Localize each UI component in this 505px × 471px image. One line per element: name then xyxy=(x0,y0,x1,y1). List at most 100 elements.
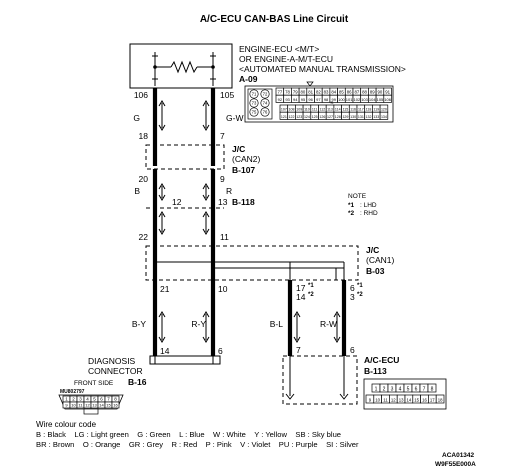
pin-7-top: 7 xyxy=(220,131,225,141)
jc2-box xyxy=(145,144,225,170)
pin-cell: 9 xyxy=(369,397,372,402)
pin-14-note: *2 xyxy=(308,292,314,298)
pin-17: 17 xyxy=(296,283,306,293)
pin-cell: 4 xyxy=(86,396,89,401)
pin-17-note: *1 xyxy=(308,283,314,289)
pin-cell: 86 xyxy=(347,90,352,95)
pin-cell: 6 xyxy=(100,396,103,401)
pin-cell: 2 xyxy=(383,386,386,392)
pin-cell: 103 xyxy=(361,97,368,102)
pin-cell: 99 xyxy=(332,97,337,102)
pin-cell: 5 xyxy=(407,386,410,392)
jc2-connector: B-107 xyxy=(232,165,255,175)
b118-connector: B-118 xyxy=(232,197,255,207)
arrow-markers xyxy=(158,100,341,343)
pin-cell: 9 xyxy=(65,402,68,407)
pin-cell: 117 xyxy=(358,108,364,112)
pin-cell: 16 xyxy=(422,397,427,402)
pin-cell: 127 xyxy=(327,115,333,119)
pin-cell: 101 xyxy=(346,97,353,102)
mini-pin: 71 xyxy=(252,92,257,97)
pin-cell: 112 xyxy=(319,108,325,112)
pin-cell: 14 xyxy=(407,397,412,402)
pin-cell: 94 xyxy=(293,97,298,102)
pin-cell: 4 xyxy=(399,386,402,392)
pin-cell: 7 xyxy=(423,386,426,392)
wire-label-bl: B-L xyxy=(270,319,284,329)
legend-title: Wire colour code xyxy=(36,420,97,429)
wire-label-b: B xyxy=(134,186,140,196)
pin-cell: 15 xyxy=(106,402,111,407)
pin-cell: 111 xyxy=(312,108,317,112)
pin-cell: 16 xyxy=(113,402,118,407)
diag-part-number: MU802797 xyxy=(60,389,85,395)
engine-ecu-label-1: ENGINE-ECU <M/T> xyxy=(239,44,319,54)
pin-cell: 85 xyxy=(339,90,344,95)
pin-cell: 93 xyxy=(285,97,290,102)
diag-front-side: FRONT SIDE xyxy=(74,380,114,387)
pin-cell: 10 xyxy=(71,402,76,407)
engine-ecu-label-2: OR ENGINE-A-M/T-ECU xyxy=(239,54,333,64)
pin-cell: 8 xyxy=(431,386,434,392)
diag-connector-body xyxy=(149,355,221,365)
pin-13: 13 xyxy=(218,197,228,207)
jc1-box xyxy=(145,245,359,281)
pin-cell: 105 xyxy=(377,97,384,102)
pin-cell: 84 xyxy=(331,90,336,95)
wire-label-rw: R-W xyxy=(320,319,337,329)
pin-105: 105 xyxy=(220,90,234,100)
pin-cell: 3 xyxy=(391,386,394,392)
pin-cell: 128 xyxy=(335,115,341,119)
pin-9: 9 xyxy=(220,174,225,184)
legend-line-1: B : Black LG : Light green G : Green L :… xyxy=(36,430,341,439)
pin-6-note: *1 xyxy=(357,283,363,289)
pin-cell: 3 xyxy=(79,396,82,401)
pin-cell: 115 xyxy=(343,108,349,112)
pin-6-ac: 6 xyxy=(350,345,355,355)
pin-cell: 87 xyxy=(354,90,359,95)
mini-pin: 74 xyxy=(263,101,268,106)
pin-7-ac: 7 xyxy=(296,345,301,355)
ac-ecu-connector: B-113 xyxy=(364,366,387,376)
pin-cell: 17 xyxy=(430,397,435,402)
pin-cell: 8 xyxy=(114,396,117,401)
pin-cell: 123 xyxy=(296,115,302,119)
pin-cell: 2 xyxy=(72,396,75,401)
pin-3-can1: 3 xyxy=(350,292,355,302)
pin-cell: 5 xyxy=(93,396,96,401)
pin-cell: 100 xyxy=(338,97,345,102)
pin-cell: 6 xyxy=(415,386,418,392)
pin-cell: 104 xyxy=(369,97,376,102)
jc1-name: J/C xyxy=(366,245,379,255)
ac-ecu-name: A/C-ECU xyxy=(364,355,399,365)
pin-cell: 89 xyxy=(370,90,375,95)
pin-cell: 13 xyxy=(92,402,97,407)
pin-6-diag: 6 xyxy=(218,346,223,356)
pin-cell: 12 xyxy=(391,397,396,402)
pin-cell: 114 xyxy=(335,108,341,112)
pin-cell: 97 xyxy=(316,97,321,102)
note-title: NOTE xyxy=(348,193,367,200)
diag-connector: B-16 xyxy=(128,377,147,387)
pin-cell: 98 xyxy=(324,97,329,102)
engine-ecu-box xyxy=(129,43,233,89)
pin-11: 11 xyxy=(220,232,229,242)
pin-cell: 125 xyxy=(312,115,318,119)
ac-ecu-box xyxy=(282,355,358,405)
wire-label-gw: G-W xyxy=(226,113,243,123)
wire-label-ry: R-Y xyxy=(191,319,206,329)
pin-3-note: *2 xyxy=(357,292,363,298)
jc1-connector: B-03 xyxy=(366,266,385,276)
pin-cell: 108 xyxy=(289,108,295,112)
pin-cell: 79 xyxy=(293,90,298,95)
pin-cell: 121 xyxy=(281,115,287,119)
wire-label-g: G xyxy=(133,113,140,123)
pin-cell: 126 xyxy=(319,115,325,119)
pin-cell: 13 xyxy=(399,397,404,402)
note-text-1: : LHD xyxy=(360,202,377,209)
pin-cell: 77 xyxy=(277,90,282,95)
pin-cell: 81 xyxy=(308,90,313,95)
note-mark-2: *2 xyxy=(348,210,355,217)
pin-cell: 78 xyxy=(285,90,290,95)
pin-cell: 113 xyxy=(327,108,333,112)
